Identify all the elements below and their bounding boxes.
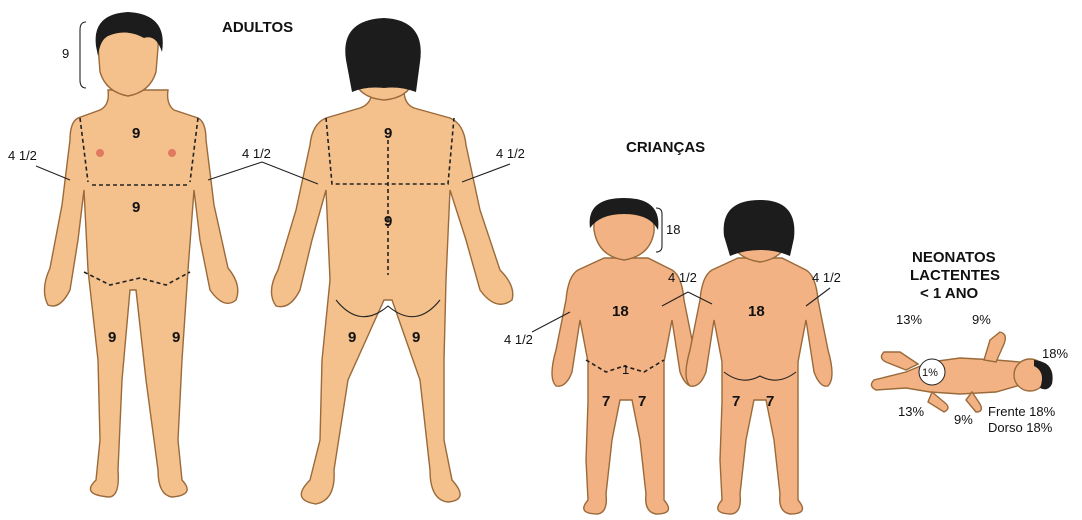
adult-head-value: 9 — [62, 46, 69, 61]
adult-abdomen-value: 9 — [132, 199, 140, 216]
adult-leg-left-value: 9 — [108, 329, 116, 346]
infant-arm-bottom — [966, 392, 981, 412]
nipple-left — [96, 149, 104, 157]
infant-arm-top — [984, 332, 1005, 362]
infant-leg-bottom-left-value: 13% — [898, 404, 924, 419]
child-front-body — [552, 258, 698, 514]
infant-leg-bottom-right-value: 9% — [954, 412, 973, 427]
adult-back-upper-value: 9 — [384, 125, 392, 142]
child-back-leg-left-value: 7 — [732, 393, 740, 410]
adult-right-arm-leader-a — [208, 162, 262, 180]
infant-back-label: Dorso 18% — [988, 420, 1053, 435]
adult-back-figure — [271, 18, 512, 504]
infant-arm-top-left-value: 13% — [896, 312, 922, 327]
child-front-leg-right-value: 7 — [638, 393, 646, 410]
child-front-trunk-value: 18 — [612, 303, 629, 320]
infant-figure — [871, 332, 1052, 412]
child-front-arm-value: 4 1/2 — [504, 332, 533, 347]
adult-leg-right-value: 9 — [172, 329, 180, 346]
adult-back-leg-left-value: 9 — [348, 329, 356, 346]
adult-back-hair — [345, 18, 420, 92]
infant-genital-value: 1% — [922, 367, 938, 379]
child-back-arm-value: 4 1/2 — [812, 270, 841, 285]
adult-front-body — [44, 90, 237, 497]
infants-title-line3: < 1 ANO — [920, 285, 979, 302]
adult-left-arm-leader — [36, 166, 70, 180]
children-title: CRIANÇAS — [626, 139, 705, 156]
adults-title: ADULTOS — [222, 19, 293, 36]
child-back-body — [686, 258, 832, 514]
child-back-leg-right-value: 7 — [766, 393, 774, 410]
child-back-hair — [724, 200, 795, 256]
adult-back-arm-value: 4 1/2 — [496, 146, 525, 161]
adult-front-figure — [44, 12, 237, 497]
child-head-value: 18 — [666, 222, 680, 237]
child-front-arm-right-value: 4 1/2 — [668, 270, 697, 285]
infant-leg-bottom — [928, 392, 948, 412]
infant-head-value: 18% — [1042, 346, 1068, 361]
adult-head-bracket — [80, 22, 86, 88]
infants-title-line1: NEONATOS — [912, 249, 996, 266]
infant-arm-top-right-value: 9% — [972, 312, 991, 327]
nipple-right — [168, 149, 176, 157]
child-back-figure — [686, 200, 832, 514]
infant-front-label: Frente 18% — [988, 404, 1056, 419]
adult-left-arm-value: 4 1/2 — [8, 148, 37, 163]
child-back-trunk-value: 18 — [748, 303, 765, 320]
adult-right-arm-value: 4 1/2 — [242, 146, 271, 161]
infant-leg-top — [881, 352, 918, 370]
adult-chest-value: 9 — [132, 125, 140, 142]
adult-back-leg-right-value: 9 — [412, 329, 420, 346]
adult-back-body — [271, 90, 512, 504]
infants-title-line2: LACTENTES — [910, 267, 1000, 284]
child-front-figure — [552, 198, 698, 514]
child-genital-value: 1 — [622, 362, 629, 377]
child-front-leg-left-value: 7 — [602, 393, 610, 410]
adult-back-lower-value: 9 — [384, 213, 392, 230]
